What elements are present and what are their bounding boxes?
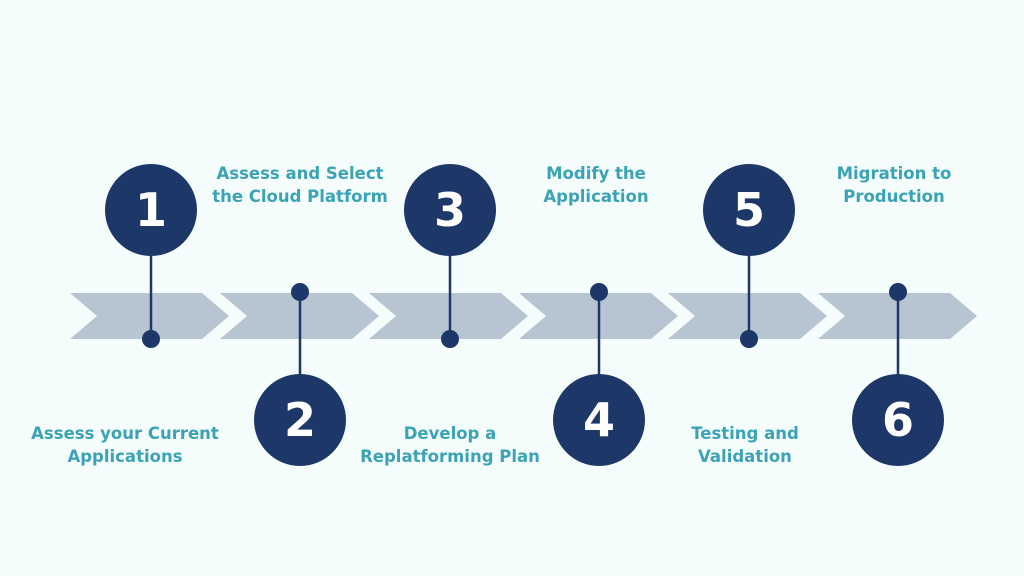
- step-number-2: 2: [283, 393, 316, 447]
- step-number-6: 6: [881, 393, 914, 447]
- step-label-6-line-1: Migration to: [836, 164, 952, 183]
- connector-dot-3: [441, 330, 459, 348]
- chevron-segment-5: [668, 293, 827, 339]
- connector-dot-6: [889, 283, 907, 301]
- step-number-5: 5: [732, 183, 765, 237]
- step-label-4-line-2: Application: [543, 187, 649, 206]
- step-circle-2: [254, 374, 346, 466]
- connector-dot-5: [740, 330, 758, 348]
- connector-dot-1: [142, 330, 160, 348]
- step-label-4: Modify the Application: [486, 162, 706, 208]
- step-label-1: Assess your Current Applications: [15, 422, 235, 468]
- chevron-segment-1: [70, 293, 229, 339]
- connector-dot-4: [590, 283, 608, 301]
- step-circle-6: [852, 374, 944, 466]
- step-label-2: Assess and Select the Cloud Platform: [190, 162, 410, 208]
- step-label-3-line-1: Develop a: [403, 424, 497, 443]
- connector-dot-2: [291, 283, 309, 301]
- step-number-3: 3: [433, 183, 466, 237]
- step-label-4-line-1: Modify the: [546, 164, 646, 183]
- chevron-segment-3: [369, 293, 528, 339]
- step-label-6-line-2: Production: [843, 187, 945, 206]
- step-number-1: 1: [134, 183, 167, 237]
- step-label-2-line-2: the Cloud Platform: [212, 187, 388, 206]
- step-label-5-line-1: Testing and: [691, 424, 799, 443]
- step-label-1-line-1: Assess your Current: [31, 424, 219, 443]
- step-label-1-line-2: Applications: [67, 447, 183, 466]
- step-label-6: Migration to Production: [784, 162, 1004, 208]
- step-label-3: Develop a Replatforming Plan: [340, 422, 560, 468]
- step-label-5-line-2: Validation: [698, 447, 792, 466]
- step-label-3-line-2: Replatforming Plan: [360, 447, 540, 466]
- step-label-2-line-1: Assess and Select: [216, 164, 384, 183]
- step-number-4: 4: [582, 393, 615, 447]
- step-label-5: Testing and Validation: [635, 422, 855, 468]
- step-circle-4: [553, 374, 645, 466]
- step-circle-5: [703, 164, 795, 256]
- step-circle-3: [404, 164, 496, 256]
- step-circle-1: [105, 164, 197, 256]
